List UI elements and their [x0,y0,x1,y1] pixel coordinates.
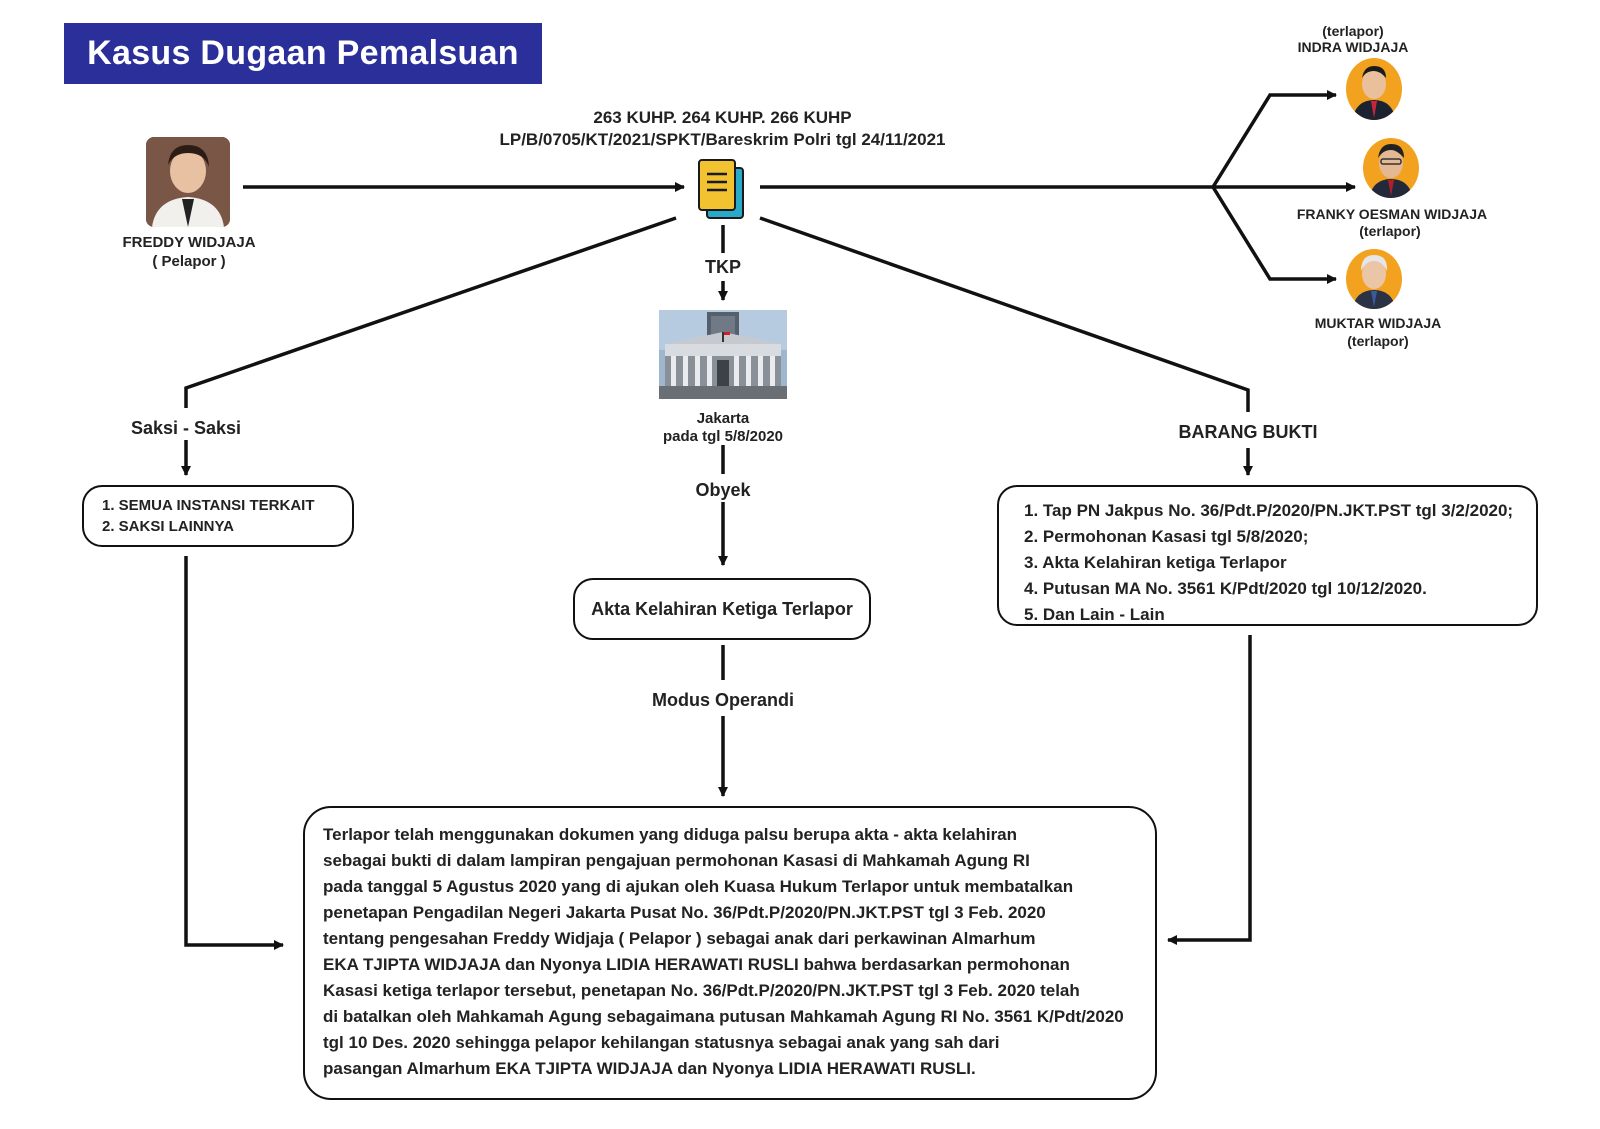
terlapor-3-photo [1346,249,1402,309]
report-number: LP/B/0705/KT/2021/SPKT/Bareskrim Polri t… [499,130,946,149]
tkp-date: pada tgl 5/8/2020 [662,428,784,445]
terlapor-3-role: (terlapor) [1347,333,1409,349]
reporter-photo [146,137,230,227]
bukti-item: 1. Tap PN Jakpus No. 36/Pdt.P/2020/PN.JK… [1024,501,1514,520]
terlapor-3-name: MUKTAR WIDJAJA [1314,315,1442,331]
saksi-item: 2. SAKSI LAINNYA [102,518,234,535]
line-report-to-bukti [759,216,1250,412]
modus-line: tgl 10 Des. 2020 sehingga pelapor kehila… [323,1033,1000,1052]
modus-label: Modus Operandi [640,689,806,711]
terlapor-1-photo [1346,58,1402,120]
bukti-item: 2. Permohonan Kasasi tgl 5/8/2020; [1024,527,1309,546]
tkp-label: TKP [693,256,753,278]
bukti-item: 5. Dan Lain - Lain [1024,605,1165,624]
bukti-item: 3. Akta Kelahiran ketiga Terlapor [1024,553,1287,572]
modus-line: pasangan Almarhum EKA TJIPTA WIDJAJA dan… [323,1059,976,1078]
saksi-label: Saksi - Saksi [112,417,260,439]
modus-line: pada tanggal 5 Agustus 2020 yang di ajuk… [323,877,1074,896]
terlapor-2-name: FRANKY OESMAN WIDJAJA [1296,206,1488,222]
court-building-image [659,310,787,399]
arrow-fork-indra [1211,90,1337,188]
barang-bukti-box: 1. Tap PN Jakpus No. 36/Pdt.P/2020/PN.JK… [997,485,1538,626]
modus-line: tentang pengesahan Freddy Widjaja ( Pela… [323,929,1036,948]
modus-line: sebagai bukti di dalam lampiran pengajua… [323,851,1030,870]
arrow-bukti-to-modus [1167,635,1252,945]
reporter-role: ( Pelapor ) [152,253,226,270]
terlapor-2-photo [1363,138,1419,198]
obyek-label: Obyek [685,479,761,501]
title-banner: Kasus Dugaan Pemalsuan [64,23,542,84]
bukti-item: 4. Putusan MA No. 3561 K/Pdt/2020 tgl 10… [1024,579,1427,598]
arrow-saksi-to-modus [184,556,284,950]
report-articles: 263 KUHP. 264 KUHP. 266 KUHP [593,108,852,127]
document-icon [698,159,744,219]
modus-line: penetapan Pengadilan Negeri Jakarta Pusa… [323,903,1046,922]
modus-line: di batalkan oleh Mahkamah Agung sebagaim… [323,1007,1124,1026]
terlapor-1-name: INDRA WIDJAJA [1297,39,1409,55]
tkp-place: Jakarta [696,410,750,427]
line-report-to-saksi [184,216,677,408]
modus-operandi-box: Terlapor telah menggunakan dokumen yang … [303,806,1157,1100]
modus-line: EKA TJIPTA WIDJAJA dan Nyonya LIDIA HERA… [323,955,1070,974]
barang-bukti-label: BARANG BUKTI [1168,421,1328,443]
saksi-box: 1. SEMUA INSTANSI TERKAIT 2. SAKSI LAINN… [82,485,354,547]
obyek-box: Akta Kelahiran Ketiga Terlapor [573,578,871,640]
terlapor-2-role: (terlapor) [1359,223,1421,239]
terlapor-1-role: (terlapor) [1322,23,1384,39]
saksi-item: 1. SEMUA INSTANSI TERKAIT [102,497,315,514]
reporter-name: FREDDY WIDJAJA [122,234,256,251]
modus-line: Kasasi ketiga terlapor tersebut, penetap… [323,981,1080,1000]
modus-line: Terlapor telah menggunakan dokumen yang … [323,825,1018,844]
arrow-fork-muktar [1211,186,1337,284]
